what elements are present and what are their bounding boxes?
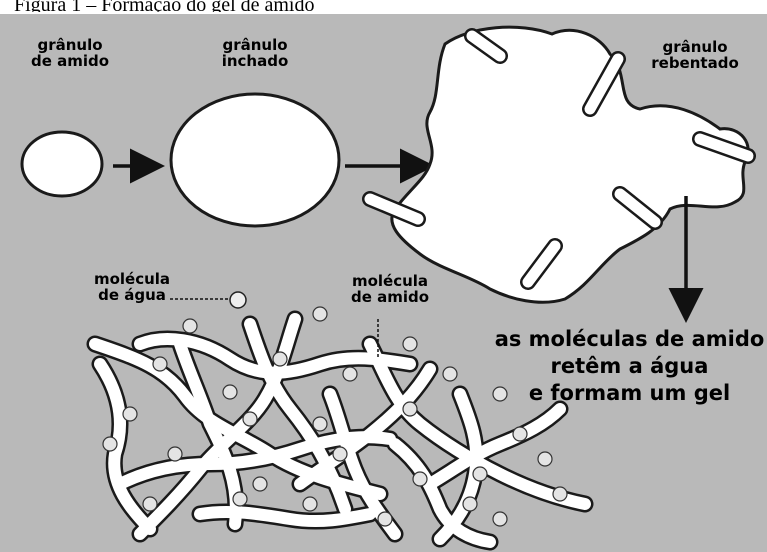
result-line: retêm a água	[492, 353, 767, 380]
label-line: de água	[82, 288, 182, 304]
water-molecule	[333, 447, 347, 461]
water-molecule	[443, 367, 457, 381]
water-molecule	[403, 337, 417, 351]
water-molecule	[538, 452, 552, 466]
swollen-granule	[171, 94, 339, 226]
label-starch-granule: grânulo de amido	[20, 38, 120, 70]
water-molecule	[103, 437, 117, 451]
result-line: e formam um gel	[492, 380, 767, 407]
water-molecule	[553, 487, 567, 501]
water-molecule	[253, 477, 267, 491]
label-water-molecule: molécula de água	[82, 272, 182, 304]
water-molecule	[168, 447, 182, 461]
water-molecule	[303, 497, 317, 511]
water-molecule	[343, 367, 357, 381]
water-molecule	[153, 357, 167, 371]
water-molecule	[473, 467, 487, 481]
result-line: as moléculas de amido	[492, 326, 767, 353]
label-burst-granule: grânulo rebentado	[640, 40, 750, 72]
water-molecule	[313, 307, 327, 321]
label-line: de amido	[20, 54, 120, 70]
label-starch-molecule: molécula de amido	[340, 274, 440, 306]
water-molecule	[123, 407, 137, 421]
water-molecule	[493, 512, 507, 526]
water-molecule	[403, 402, 417, 416]
water-molecule-callout	[230, 292, 246, 308]
water-molecule	[378, 512, 392, 526]
water-molecule	[143, 497, 157, 511]
water-molecule	[243, 412, 257, 426]
label-line: rebentado	[640, 56, 750, 72]
water-molecule	[413, 472, 427, 486]
label-line: inchado	[200, 54, 310, 70]
water-molecule	[463, 497, 477, 511]
water-molecule	[233, 492, 247, 506]
water-molecule	[273, 352, 287, 366]
water-molecule	[183, 319, 197, 333]
figure-caption: Figura 1 – Formação do gel de amido	[14, 0, 614, 12]
water-molecule	[313, 417, 327, 431]
water-molecule	[223, 385, 237, 399]
diagram-canvas: grânulo de amido grânulo inchado grânulo…	[0, 14, 767, 552]
water-molecule	[513, 427, 527, 441]
starch-granule	[22, 132, 102, 196]
label-line: de amido	[340, 290, 440, 306]
label-swollen-granule: grânulo inchado	[200, 38, 310, 70]
result-text: as moléculas de amido retêm a água e for…	[492, 326, 767, 407]
